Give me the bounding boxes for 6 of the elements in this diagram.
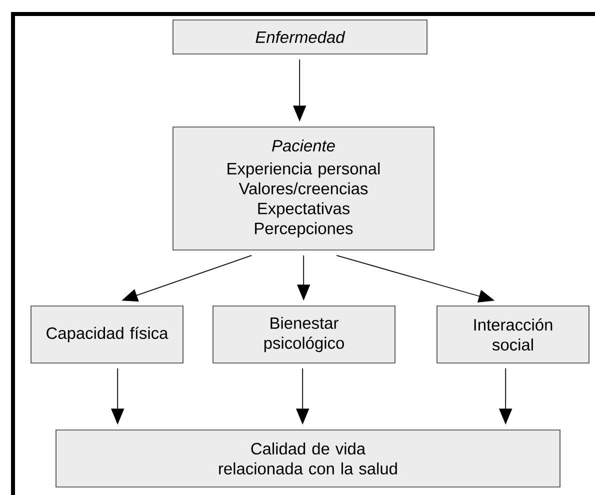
outcome-box: Calidad de vida relacionada con la salud: [56, 430, 560, 488]
concept-box: Enfermedad: [172, 20, 428, 54]
concept-box: Bienestar psicológico: [212, 306, 396, 364]
concept-box: Interacción social: [436, 306, 590, 364]
concept-box: Capacidad física: [30, 306, 184, 364]
patient-box: Paciente Experiencia personal Valores/creencias Expectativas Percepciones: [172, 126, 434, 250]
